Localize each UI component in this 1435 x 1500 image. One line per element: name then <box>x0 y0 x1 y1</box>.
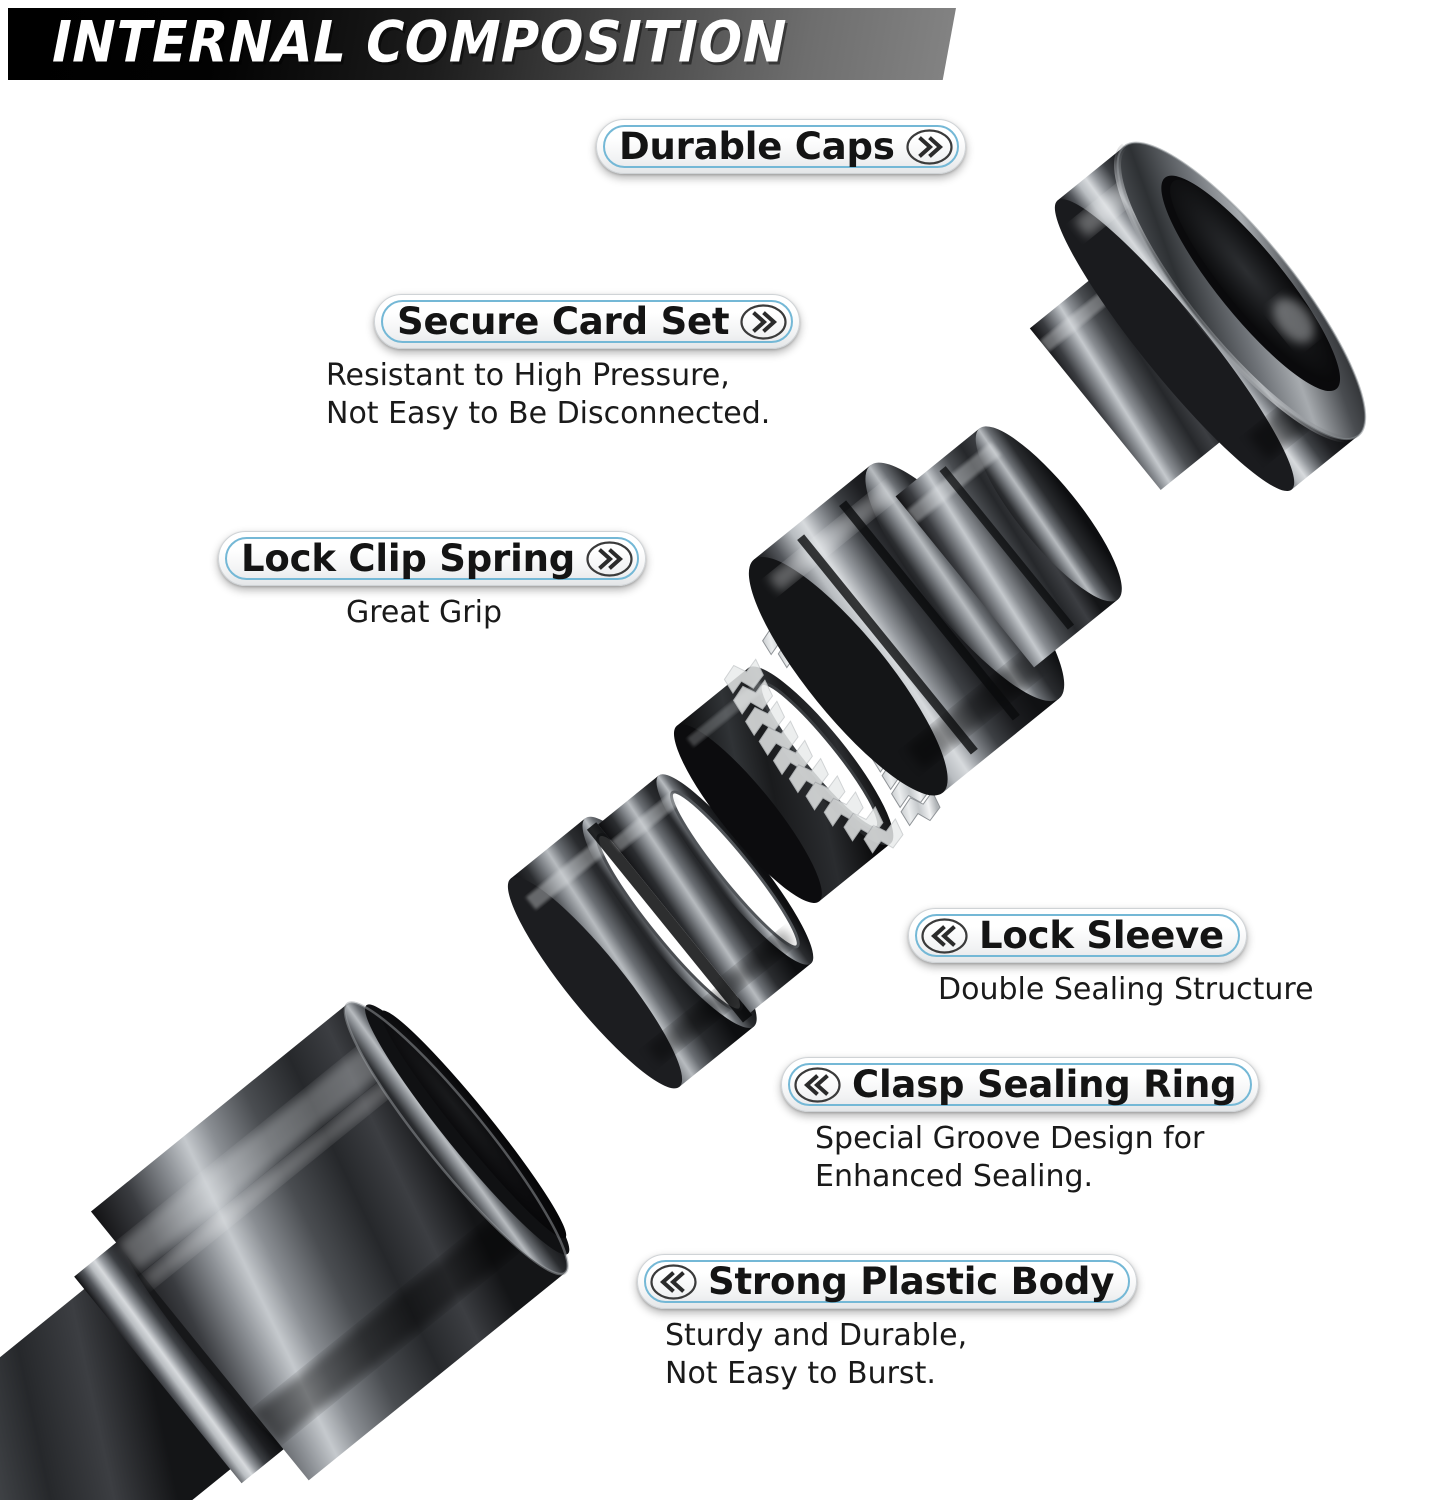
product-part-durable-cap <box>1029 141 1367 491</box>
chevron-double-left-icon <box>794 1067 841 1103</box>
callout-label: Strong Plastic Body <box>708 1260 1115 1303</box>
callout-pill-lock-clip-spring[interactable]: Lock Clip Spring <box>218 531 646 587</box>
callout-pill-clasp-sealing-ring[interactable]: Clasp Sealing Ring <box>781 1057 1260 1113</box>
callout-description: Great Grip <box>346 595 503 631</box>
callout-pill-strong-plastic-body[interactable]: Strong Plastic Body <box>637 1254 1138 1310</box>
callout-pill-secure-card-set[interactable]: Secure Card Set <box>374 294 801 350</box>
callout-label: Lock Sleeve <box>979 914 1224 957</box>
callout-description: Resistant to High Pressure, Not Easy to … <box>326 358 771 432</box>
callout-secure-card-set: Secure Card Set Resistant to High Pressu… <box>326 294 801 433</box>
callout-clasp-sealing-ring: Clasp Sealing Ring Special Groove Design… <box>781 1057 1260 1196</box>
header-banner: INTERNAL COMPOSITION <box>8 8 956 80</box>
product-part-secure-card-set <box>748 426 1122 796</box>
callout-label: Durable Caps <box>619 125 895 168</box>
chevron-double-right-icon <box>906 129 953 165</box>
callout-description: Sturdy and Durable, Not Easy to Burst. <box>665 1318 968 1392</box>
chevron-double-left-icon <box>921 918 968 954</box>
chevron-double-right-icon <box>740 304 788 340</box>
chevron-double-right-icon <box>586 541 633 577</box>
callout-pill-durable-caps[interactable]: Durable Caps <box>596 119 966 175</box>
callout-lock-sleeve: Lock Sleeve Double Sealing Structure <box>908 908 1314 1009</box>
callout-description: Special Groove Design for Enhanced Seali… <box>815 1121 1205 1195</box>
callout-label: Lock Clip Spring <box>241 537 575 580</box>
callout-pill-lock-sleeve[interactable]: Lock Sleeve <box>908 908 1247 964</box>
chevron-double-left-icon <box>650 1264 697 1300</box>
callout-lock-clip-spring: Lock Clip Spring Great Grip <box>218 531 646 632</box>
product-part-lock-sleeve <box>507 774 814 1089</box>
callout-label: Clasp Sealing Ring <box>852 1063 1237 1106</box>
callout-description: Double Sealing Structure <box>938 972 1314 1008</box>
product-part-body <box>0 1001 570 1500</box>
callout-strong-plastic-body: Strong Plastic Body Sturdy and Durable, … <box>637 1254 1138 1393</box>
callout-durable-caps: Durable Caps <box>596 119 966 175</box>
callout-label: Secure Card Set <box>397 300 730 343</box>
